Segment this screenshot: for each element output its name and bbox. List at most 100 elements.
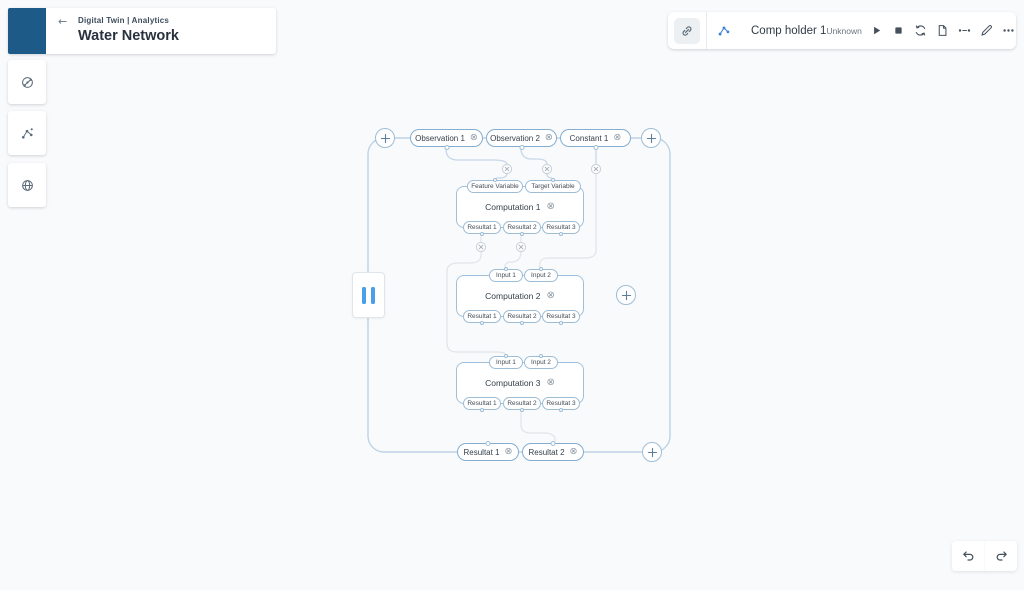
port-target-variable[interactable]: Target Variable [525, 178, 581, 193]
port-resultat-1[interactable]: Resultat 1 [463, 221, 501, 236]
component-toolbar: Comp holder 1 Unknown [668, 12, 1016, 49]
port-input-1[interactable]: Input 1 [489, 267, 523, 282]
port-label: Input 1 [496, 359, 516, 366]
output-node-resultat-1[interactable]: Resultat 1 ⊗ [457, 440, 519, 461]
header-main: ← Digital Twin | Analytics Water Network [46, 8, 179, 54]
connector-dot[interactable] [480, 321, 484, 325]
connector-dot[interactable] [559, 232, 563, 236]
plus-icon [380, 133, 390, 143]
port-resultat-3[interactable]: Resultat 3 [542, 221, 580, 236]
port-resultat-3[interactable]: Resultat 3 [542, 310, 580, 325]
edit-button[interactable] [980, 24, 993, 37]
port-feature-variable[interactable]: Feature Variable [467, 178, 523, 193]
connector-dot[interactable] [520, 321, 524, 325]
play-icon [873, 26, 881, 35]
connector-dot[interactable] [593, 144, 598, 150]
input-node-observation-1[interactable]: Observation 1 ⊗ [410, 129, 483, 150]
component-name: Comp holder 1 [751, 24, 827, 37]
output-node-resultat-2[interactable]: Resultat 2 ⊗ [522, 440, 584, 461]
input-node-constant-1[interactable]: Constant 1 ⊗ [560, 129, 631, 150]
connector-dot[interactable] [551, 178, 555, 182]
wire-junction [541, 163, 553, 175]
connector-dot[interactable] [559, 408, 563, 412]
dot-dash-icon [958, 29, 971, 32]
stop-icon [895, 27, 902, 34]
port-resultat-2[interactable]: Resultat 2 [503, 310, 541, 325]
port-label: Resultat 2 [507, 400, 537, 407]
connector-dot[interactable] [504, 267, 508, 271]
link-button[interactable] [674, 17, 700, 44]
connector-dot[interactable] [520, 232, 524, 236]
port-input-2[interactable]: Input 2 [524, 267, 558, 282]
flow-pause-node[interactable] [352, 272, 385, 318]
remove-node-icon[interactable]: ⊗ [546, 377, 555, 388]
remove-node-icon[interactable]: ⊗ [544, 132, 553, 144]
port-resultat-2[interactable]: Resultat 2 [503, 397, 541, 412]
header-text: Digital Twin | Analytics Water Network [78, 15, 179, 54]
play-button[interactable] [870, 24, 883, 37]
sync-button[interactable] [914, 24, 927, 37]
app-logo [8, 8, 46, 54]
connector-dot[interactable] [559, 321, 563, 325]
remove-node-icon[interactable]: ⊗ [546, 201, 555, 212]
redo-button[interactable] [985, 541, 1017, 571]
remove-node-icon[interactable]: ⊗ [569, 446, 578, 458]
status-label: Unknown [826, 25, 862, 36]
add-input-button-left[interactable] [375, 128, 395, 148]
port-label: Resultat 1 [467, 224, 497, 231]
connector-dot[interactable] [539, 267, 543, 271]
connector-dot[interactable] [493, 178, 497, 182]
computation-block-3[interactable]: Computation 3 ⊗ Input 1 Input 2 Resultat… [456, 354, 584, 412]
connector-dot[interactable] [485, 440, 491, 446]
port-resultat-1[interactable]: Resultat 1 [463, 397, 501, 412]
dot-dash-button[interactable] [958, 24, 971, 37]
port-resultat-2[interactable]: Resultat 2 [503, 221, 541, 236]
connector-dot[interactable] [504, 354, 508, 358]
back-button[interactable]: ← [58, 15, 78, 54]
node-label: Resultat 2 [528, 447, 565, 457]
undo-button[interactable] [952, 541, 984, 571]
connector-dot[interactable] [519, 144, 524, 150]
connector-dot[interactable] [520, 408, 524, 412]
port-input-2[interactable]: Input 2 [524, 354, 558, 369]
add-input-button-right[interactable] [641, 128, 661, 148]
redo-icon [996, 550, 1007, 561]
port-label: Input 2 [531, 359, 551, 366]
stop-button[interactable] [892, 24, 905, 37]
sidebar-item-scatter-graph[interactable] [8, 111, 46, 155]
more-button[interactable] [1002, 24, 1015, 37]
remove-node-icon[interactable]: ⊗ [504, 446, 513, 458]
wire-junction [590, 163, 602, 175]
connector-dot[interactable] [480, 232, 484, 236]
node-label: Resultat 1 [463, 447, 500, 457]
connector-dot[interactable] [550, 440, 556, 446]
node-label: Observation 2 [490, 133, 540, 143]
sidebar-item-globe[interactable] [8, 163, 46, 207]
block-title: Computation 2 ⊗ [457, 276, 583, 316]
port-input-1[interactable]: Input 1 [489, 354, 523, 369]
remove-node-icon[interactable]: ⊗ [469, 132, 478, 144]
back-arrow-icon: ← [58, 15, 68, 28]
port-resultat-1[interactable]: Resultat 1 [463, 310, 501, 325]
computation-block-2[interactable]: Computation 2 ⊗ Input 1 Input 2 Resultat… [456, 267, 584, 325]
port-resultat-3[interactable]: Resultat 3 [542, 397, 580, 412]
connector-dot[interactable] [539, 354, 543, 358]
connector-dot[interactable] [444, 144, 449, 150]
toolbar-divider [706, 12, 707, 49]
document-button[interactable] [936, 24, 949, 37]
plus-icon [646, 133, 656, 143]
add-output-button[interactable] [642, 442, 662, 462]
input-node-observation-2[interactable]: Observation 2 ⊗ [486, 129, 557, 150]
sidebar-item-model-network[interactable] [8, 60, 46, 104]
connector-dot[interactable] [480, 408, 484, 412]
computation-block-1[interactable]: Computation 1 ⊗ Feature Variable Target … [456, 178, 584, 236]
add-computation-button[interactable] [616, 285, 636, 305]
link-icon [682, 25, 692, 36]
scatter-graph-icon [21, 127, 33, 139]
remove-node-icon[interactable]: ⊗ [613, 132, 622, 144]
remove-node-icon[interactable]: ⊗ [546, 290, 555, 301]
port-label: Input 1 [496, 272, 516, 279]
edit-icon [981, 25, 992, 36]
sync-icon [915, 25, 926, 36]
